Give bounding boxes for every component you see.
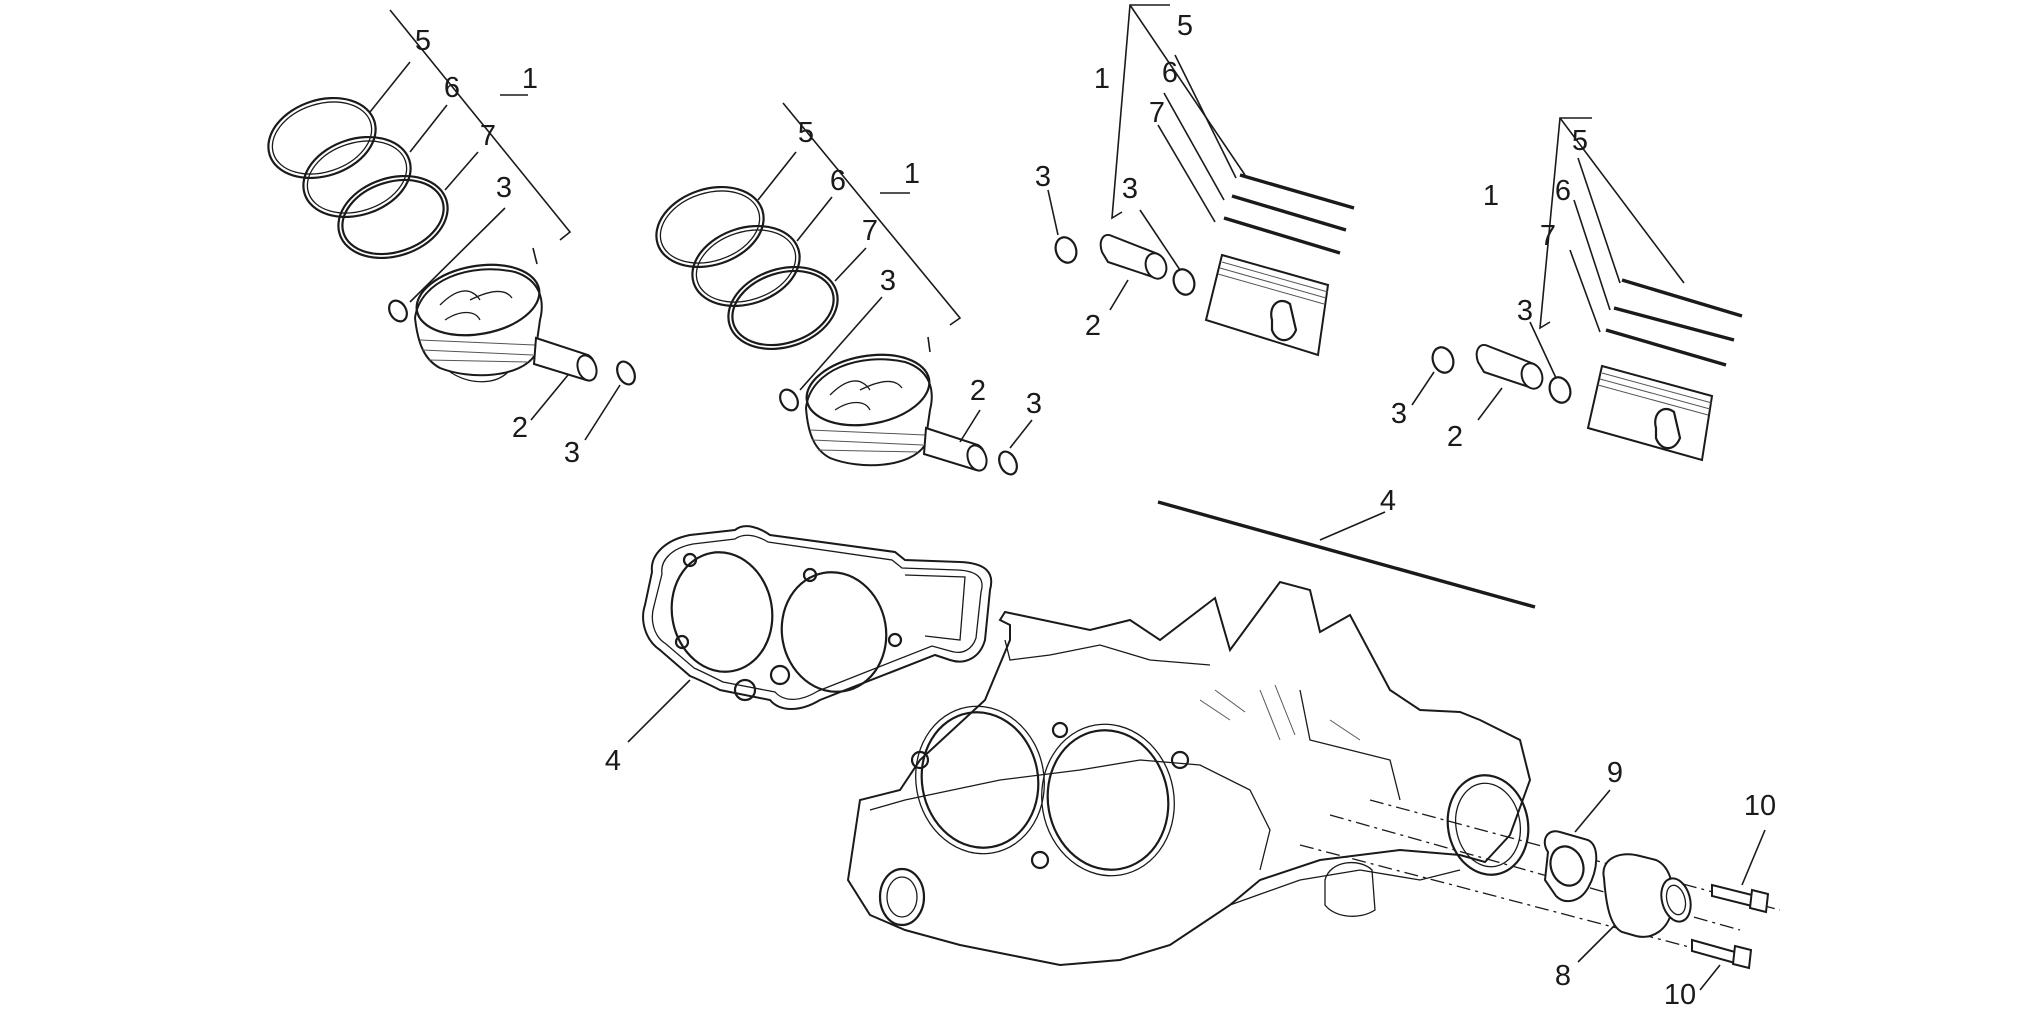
ring-edge-7c [1223, 216, 1341, 255]
callout-label-7: 7 [1149, 97, 1165, 129]
piston-set-3 [1047, 4, 1355, 357]
callout-label-3: 3 [564, 437, 580, 469]
callout-label-10: 10 [1744, 790, 1776, 822]
callout-label-7: 7 [862, 215, 878, 247]
bracket-2 [782, 102, 962, 326]
piston-ring-6b [691, 224, 801, 308]
circlip-3a [388, 299, 408, 323]
callout-label-6: 6 [1162, 57, 1178, 89]
gasket-bore-2 [780, 571, 888, 693]
callout-label-1: 1 [522, 63, 538, 95]
callout-label-1: 1 [1483, 180, 1499, 212]
piston-4 [1586, 364, 1714, 462]
callout-label-5: 5 [1572, 125, 1588, 157]
bracket-3 [1111, 4, 1170, 220]
gasket-9 [1543, 830, 1598, 903]
callout-label-6: 6 [1555, 175, 1571, 207]
piston-ring-5b [655, 185, 765, 269]
circlip-3c [779, 388, 799, 412]
piston-ring-7b [727, 265, 839, 351]
callout-label-9: 9 [1607, 757, 1623, 789]
ring-edge-6c [1231, 194, 1347, 232]
gasket-edge-4 [1157, 500, 1536, 609]
circlip-3h [1548, 376, 1572, 404]
callout-label-7: 7 [480, 120, 496, 152]
circlip-3d [998, 450, 1018, 476]
ring-edge-6d [1613, 306, 1735, 342]
piston-ring-7a [337, 174, 449, 260]
piston-3 [1204, 253, 1330, 357]
callout-label-5: 5 [798, 117, 814, 149]
piston-set-2 [655, 102, 1033, 476]
piston-set-1 [267, 9, 636, 441]
circlip-3b [616, 360, 636, 386]
callout-label-3: 3 [1517, 295, 1533, 327]
ring-edge-5c [1239, 173, 1355, 210]
side-bore [1446, 774, 1530, 876]
piston-ring-6a [302, 135, 412, 219]
callout-label-1: 1 [1094, 63, 1110, 95]
callout-label-2: 2 [1085, 310, 1101, 342]
circlip-3g [1431, 346, 1455, 374]
piston-set-4 [1411, 117, 1743, 462]
callout-label-3: 3 [1026, 388, 1042, 420]
callout-label-6: 6 [444, 72, 460, 104]
cylinder-bore-2 [1046, 729, 1170, 871]
callout-label-2: 2 [512, 412, 528, 444]
callout-label-5: 5 [1177, 10, 1193, 42]
callout-label-4: 4 [1380, 485, 1396, 517]
callout-label-10: 10 [1664, 979, 1696, 1010]
cylinder-block [846, 500, 1536, 967]
callout-label-6: 6 [830, 165, 846, 197]
gasket-bore-1 [670, 551, 774, 673]
bolt-10b [1691, 938, 1741, 965]
ring-edge-5d [1621, 278, 1743, 318]
bracket-4 [1539, 117, 1592, 330]
cap-assembly [1299, 789, 1781, 991]
callout-label-3: 3 [880, 265, 896, 297]
callout-label-7: 7 [1540, 220, 1556, 252]
callout-label-3: 3 [1122, 173, 1138, 205]
callout-label-2: 2 [1447, 421, 1463, 453]
callout-label-5: 5 [415, 25, 431, 57]
callout-label-8: 8 [1555, 960, 1571, 992]
piston-ring-5a [267, 96, 377, 180]
callout-label-1: 1 [904, 158, 920, 190]
circlip-3e [1054, 236, 1078, 264]
ring-edge-7d [1605, 328, 1727, 367]
piston-2 [804, 358, 933, 467]
cylinder-bore-1 [920, 711, 1040, 849]
callout-label-3: 3 [1391, 398, 1407, 430]
callout-label-2: 2 [970, 375, 986, 407]
piston-1 [413, 268, 543, 377]
circlip-3f [1172, 268, 1196, 296]
bracket-1 [389, 9, 572, 241]
callout-label-3: 3 [1035, 161, 1051, 193]
head-gasket [627, 525, 993, 743]
callout-label-3: 3 [496, 172, 512, 204]
callout-label-4: 4 [605, 745, 621, 777]
